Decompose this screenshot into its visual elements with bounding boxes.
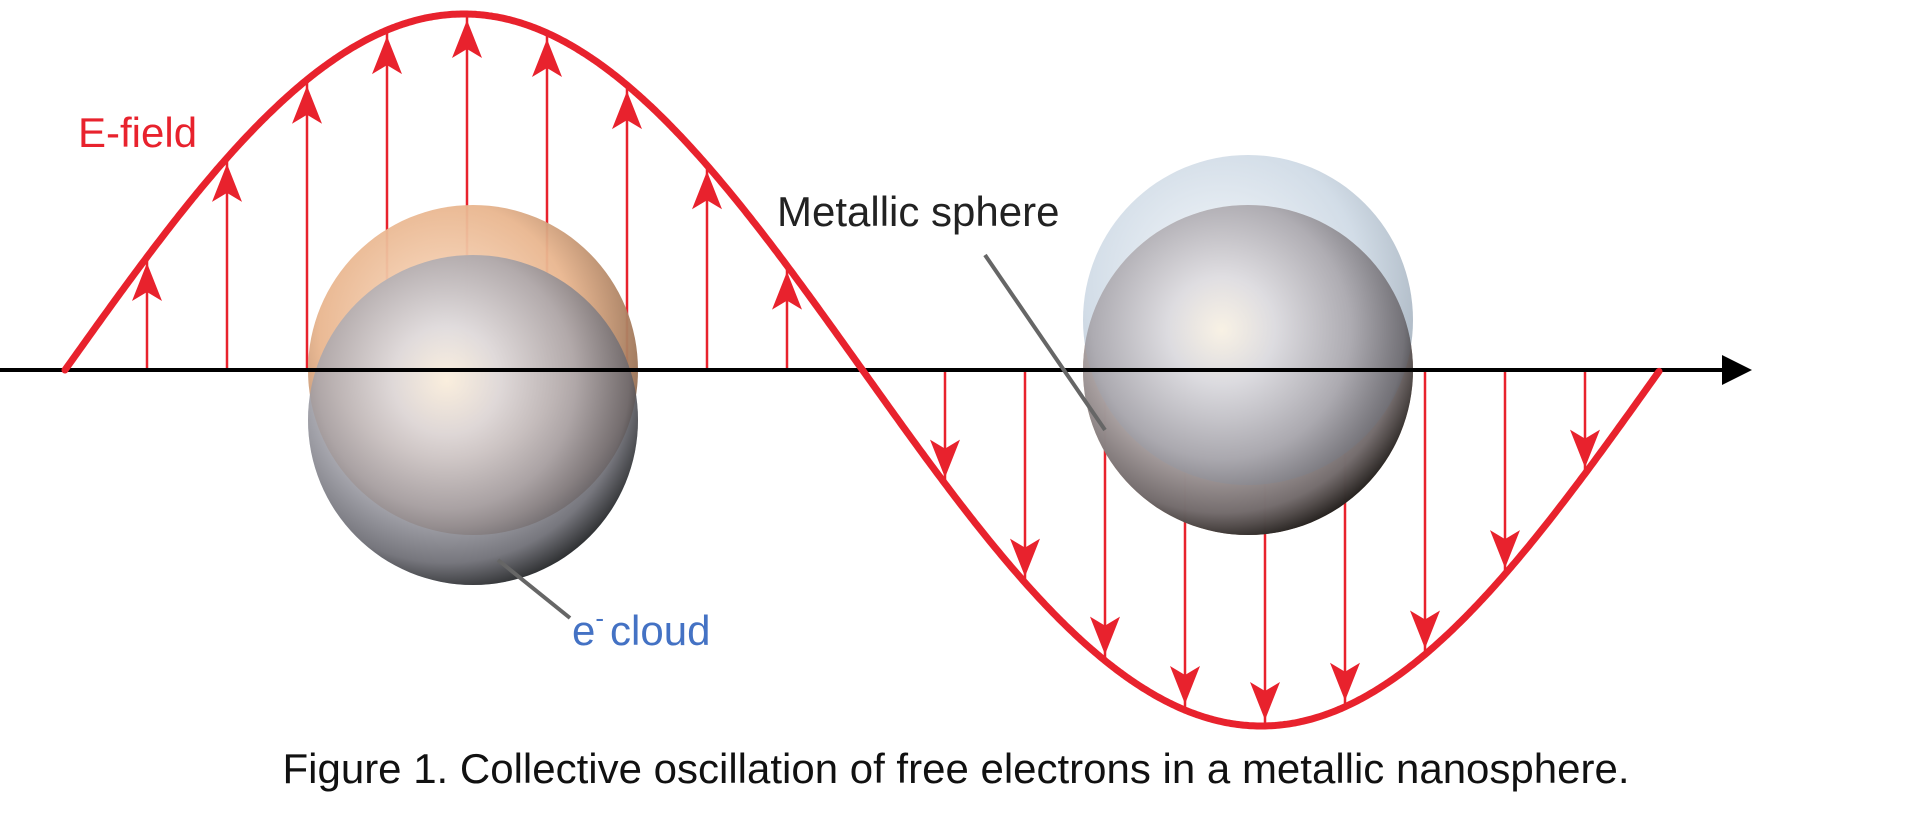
field-vector-arrowhead	[930, 439, 960, 478]
field-vector-arrowhead	[372, 36, 402, 75]
field-vector-arrowhead	[1250, 681, 1280, 720]
sphere-leader-line	[983, 253, 1107, 432]
field-vector-arrowhead	[1410, 610, 1440, 649]
metallic-sphere-label: Metallic sphere	[777, 188, 1059, 235]
propagation-axis	[0, 355, 1752, 385]
electron-cloud-label: e-cloud	[572, 603, 710, 654]
metallic-sphere-overlap	[308, 255, 638, 585]
cloud-word: cloud	[610, 607, 710, 654]
field-vector-arrowhead	[212, 163, 242, 202]
field-vector-arrowhead	[1090, 616, 1120, 655]
field-vector-arrowhead	[1570, 429, 1600, 468]
field-vector-arrowhead	[452, 20, 482, 59]
field-vector-arrowhead	[612, 91, 642, 130]
efield-wave	[61, 10, 1663, 730]
field-vector-arrowhead	[692, 171, 722, 210]
propagation-axis-arrow	[1722, 355, 1752, 385]
field-vector-arrowhead	[132, 262, 162, 301]
sphere-pair-left	[308, 205, 638, 585]
efield-label: E-field	[78, 109, 197, 156]
field-vector-arrowhead	[772, 271, 802, 310]
figure-caption: Figure 1. Collective oscillation of free…	[282, 745, 1630, 792]
field-vector-arrowhead	[1330, 662, 1360, 701]
field-vector-arrowhead	[1490, 530, 1520, 569]
field-vector-arrows	[132, 14, 1600, 726]
electron-charge: -	[595, 603, 604, 633]
electron-symbol: e	[572, 607, 595, 654]
field-vector-arrowhead	[532, 38, 562, 77]
cloud-leader-line	[496, 558, 572, 620]
field-vector-arrowhead	[292, 85, 322, 124]
sphere-pair-right	[1083, 155, 1413, 535]
field-vector-arrowhead	[1010, 538, 1040, 577]
field-vector-arrowhead	[1170, 666, 1200, 705]
